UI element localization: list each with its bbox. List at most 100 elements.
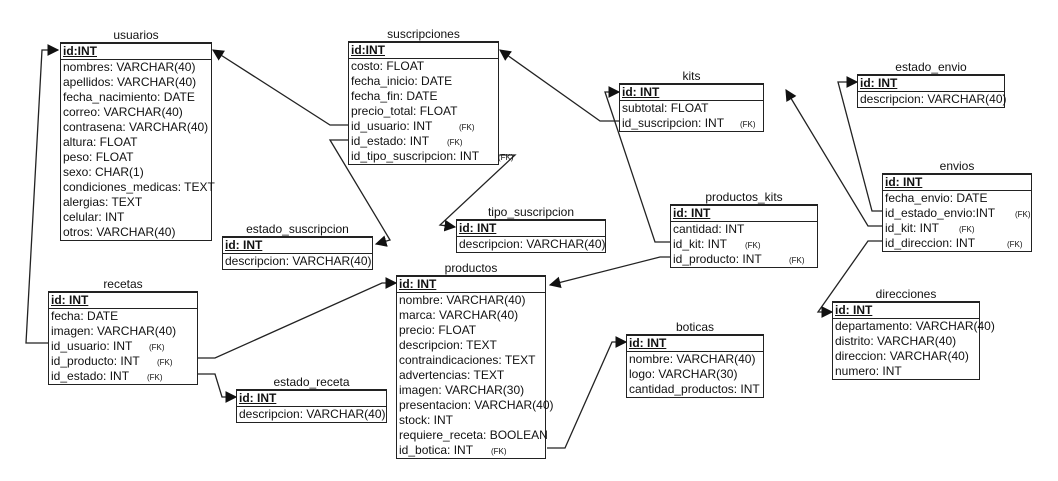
field: costo: FLOAT [351,59,425,73]
field: id_producto: INT [673,252,762,266]
pk-field: id: INT [620,85,763,101]
rel-envios-kits [785,88,882,227]
entity-title: estado_suscripcion [222,222,373,237]
pk-field: id: INT [671,206,817,222]
entity-estado-receta[interactable]: estado_receta id: INT descripcion: VARCH… [236,375,387,423]
field: logo: VARCHAR(30) [629,367,738,381]
entity-productos[interactable]: productos id: INT nombre: VARCHAR(40) ma… [396,261,554,459]
rel-recetas-productos [198,277,398,359]
rel-productoskits-kits [604,86,670,243]
pk-field: id: INT [833,303,979,319]
field: id_suscripcion: INT [622,116,725,130]
field: alergias: TEXT [63,195,143,209]
field: descripcion: VARCHAR(40) [225,254,372,268]
pk-field: id:INT [61,44,211,60]
field: correo: VARCHAR(40) [63,105,183,119]
field: nombre: VARCHAR(40) [629,352,756,366]
entity-title: usuarios [60,28,212,43]
field: distrito: VARCHAR(40) [835,334,957,348]
field: id_botica: INT [399,443,474,457]
field: id_usuario: INT [51,339,133,353]
field: requiere_receta: BOOLEAN [399,428,548,442]
field: precio: FLOAT [399,323,477,337]
fk-tag: (FK) [491,447,507,456]
fk-tag: (FK) [149,343,165,352]
field: contraindicaciones: TEXT [399,353,536,367]
entity-kits[interactable]: kits id: INT subtotal: FLOAT id_suscripc… [619,69,764,132]
field: direccion: VARCHAR(40) [835,349,969,363]
field: numero: INT [835,364,902,378]
field: subtotal: FLOAT [622,101,709,115]
field: presentacion: VARCHAR(40) [399,398,554,412]
field: altura: FLOAT [63,135,138,149]
field: imagen: VARCHAR(40) [51,324,177,338]
entity-suscripciones[interactable]: suscripciones id:INT costo: FLOAT fecha_… [348,27,514,165]
field: fecha: DATE [51,309,119,323]
entity-tipo-suscripcion[interactable]: tipo_suscripcion id: INT descripcion: VA… [456,205,606,253]
rel-suscripciones-tipo [438,154,517,232]
entity-envios[interactable]: envios id: INT fecha_envio: DATE id_esta… [882,159,1032,252]
field: sexo: CHAR(1) [63,165,144,179]
field: apellidos: VARCHAR(40) [63,75,197,89]
rel-productos-boticas [547,336,628,449]
fk-tag: (FK) [157,358,173,367]
field: descripcion: VARCHAR(40) [459,237,606,251]
field: descripcion: VARCHAR(40) [239,407,386,421]
field: nombre: VARCHAR(40) [399,293,526,307]
field: peso: FLOAT [63,150,134,164]
field: cantidad: INT [673,222,745,236]
rel-recetas-estadoreceta [198,373,238,403]
field: contrasena: VARCHAR(40) [63,120,209,134]
field: advertencias: TEXT [399,368,505,382]
rel-envios-direcciones [816,240,882,318]
entity-estado-suscripcion[interactable]: estado_suscripcion id: INT descripcion: … [222,222,373,270]
entity-title: envios [882,159,1032,174]
rel-recetas-usuarios [25,44,60,344]
field: fecha_fin: DATE [351,89,438,103]
entity-boticas[interactable]: boticas id: INT nombre: VARCHAR(40) logo… [626,320,764,398]
rel-productoskits-productos [548,256,670,289]
field: cantidad_productos: INT [629,382,760,396]
field: fecha_nacimiento: DATE [63,90,195,104]
entity-direcciones[interactable]: direcciones id: INT departamento: VARCHA… [832,287,995,380]
pk-field: id: INT [237,391,386,407]
field: id_kit: INT [673,237,728,251]
field: id_producto: INT [51,354,140,368]
fk-tag: (FK) [745,241,761,250]
entity-title: productos [396,261,546,276]
pk-field: id: INT [883,175,1031,191]
entity-title: boticas [626,320,764,335]
entity-usuarios[interactable]: usuarios id:INT nombres: VARCHAR(40) ape… [60,28,215,241]
pk-field: id: INT [49,293,197,309]
entity-productos-kits[interactable]: productos_kits id: INT cantidad: INT id_… [670,190,818,268]
field: descripcion: VARCHAR(40) [860,92,1007,106]
rel-suscripciones-usuarios [212,49,350,126]
field: id_estado_envio:INT [885,206,996,220]
field: stock: INT [399,413,454,427]
field: fecha_envio: DATE [885,191,988,205]
field: fecha_inicio: DATE [351,74,453,88]
fk-tag: (FK) [1007,240,1023,249]
fk-tag: (FK) [447,138,463,147]
field: nombres: VARCHAR(40) [63,60,196,74]
rel-suscripciones-estado [328,139,391,247]
field: id_tipo_suscripcion: INT [351,149,480,163]
fk-tag: (FK) [1015,210,1031,219]
entity-title: direcciones [832,287,980,302]
entity-title: tipo_suscripcion [456,205,606,220]
field: descripcion: TEXT [399,338,497,352]
entity-recetas[interactable]: recetas id: INT fecha: DATE imagen: VARC… [48,277,198,385]
field: condiciones_medicas: TEXT [63,180,215,194]
field: id_estado: INT [51,369,130,383]
field: celular: INT [63,210,125,224]
entity-title: recetas [48,277,198,292]
fk-tag: (FK) [498,153,514,162]
field: marca: VARCHAR(40) [399,308,519,322]
field: departamento: VARCHAR(40) [835,319,995,333]
pk-field: id: INT [397,277,545,293]
entity-estado-envio[interactable]: estado_envio id: INT descripcion: VARCHA… [857,60,1007,108]
pk-field: id:INT [349,43,498,59]
fk-tag: (FK) [789,256,805,265]
pk-field: id: INT [457,221,605,237]
